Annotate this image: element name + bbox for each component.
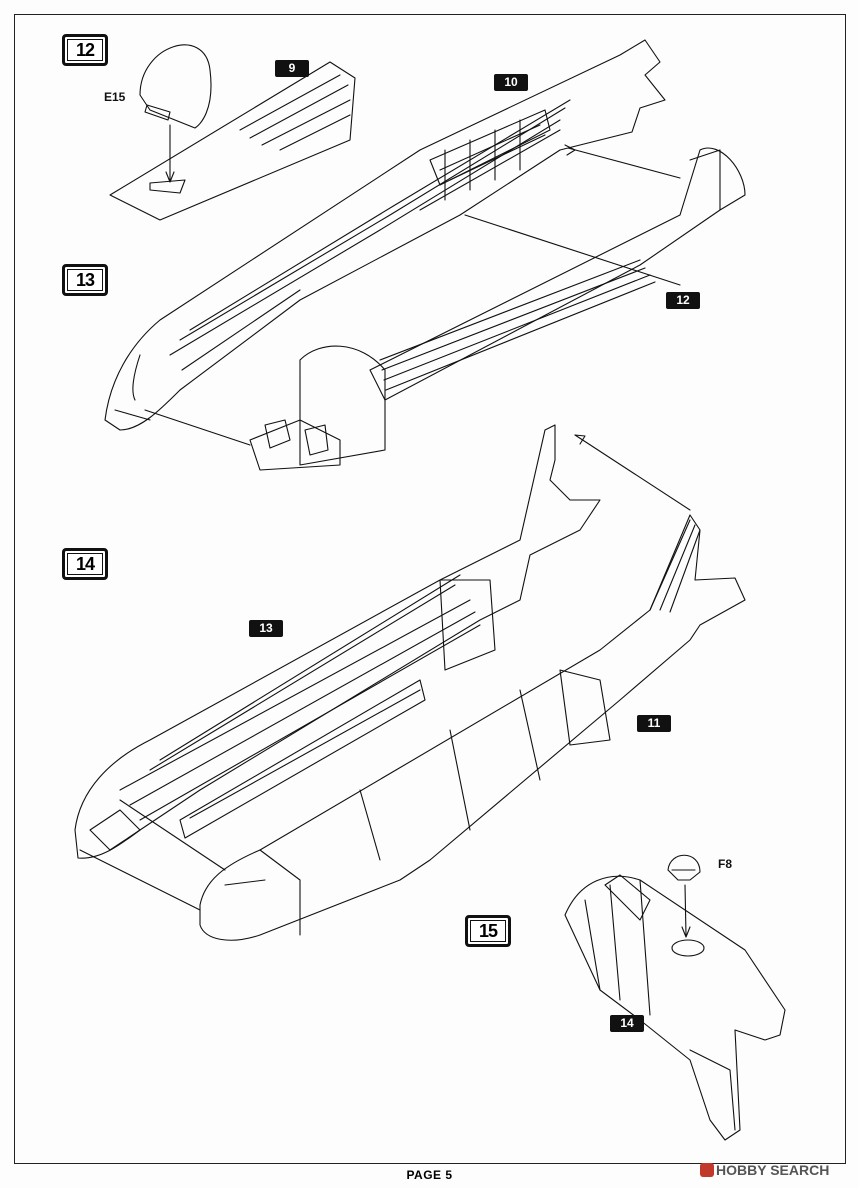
step13-floor-cockpit [249,147,746,471]
part-tag-13: 13 [249,620,283,637]
watermark: HOBBY SEARCH [700,1162,829,1178]
part-tag-14: 14 [610,1015,644,1032]
watermark-logo-icon [700,1163,714,1177]
step-number-14: 14 [62,548,108,580]
step14-right-half [199,514,746,941]
assembly-arrows-upper [144,144,681,446]
step-number-13: 13 [62,264,108,296]
callout-e15: E15 [104,90,126,104]
step12-bulkhead-e15 [139,44,212,183]
page-frame [14,14,846,1164]
part-tag-11: 11 [637,715,671,732]
step14-left-half [74,424,601,859]
part-tag-10: 10 [494,74,528,91]
step-number-12: 12 [62,34,108,66]
step13-upper-fuselage [104,39,666,431]
step12-floor-panel [109,61,356,221]
callout-f8: F8 [718,857,733,871]
step-number-15: 15 [465,915,511,947]
step15-nose-section [564,874,786,1141]
step15-dome-f8 [667,854,701,938]
part-tag-9: 9 [275,60,309,77]
page-number: PAGE 5 [406,1168,453,1182]
part-tag-12: 12 [666,292,700,309]
watermark-text: HOBBY SEARCH [716,1162,830,1178]
assembly-arrows-lower [79,434,691,911]
